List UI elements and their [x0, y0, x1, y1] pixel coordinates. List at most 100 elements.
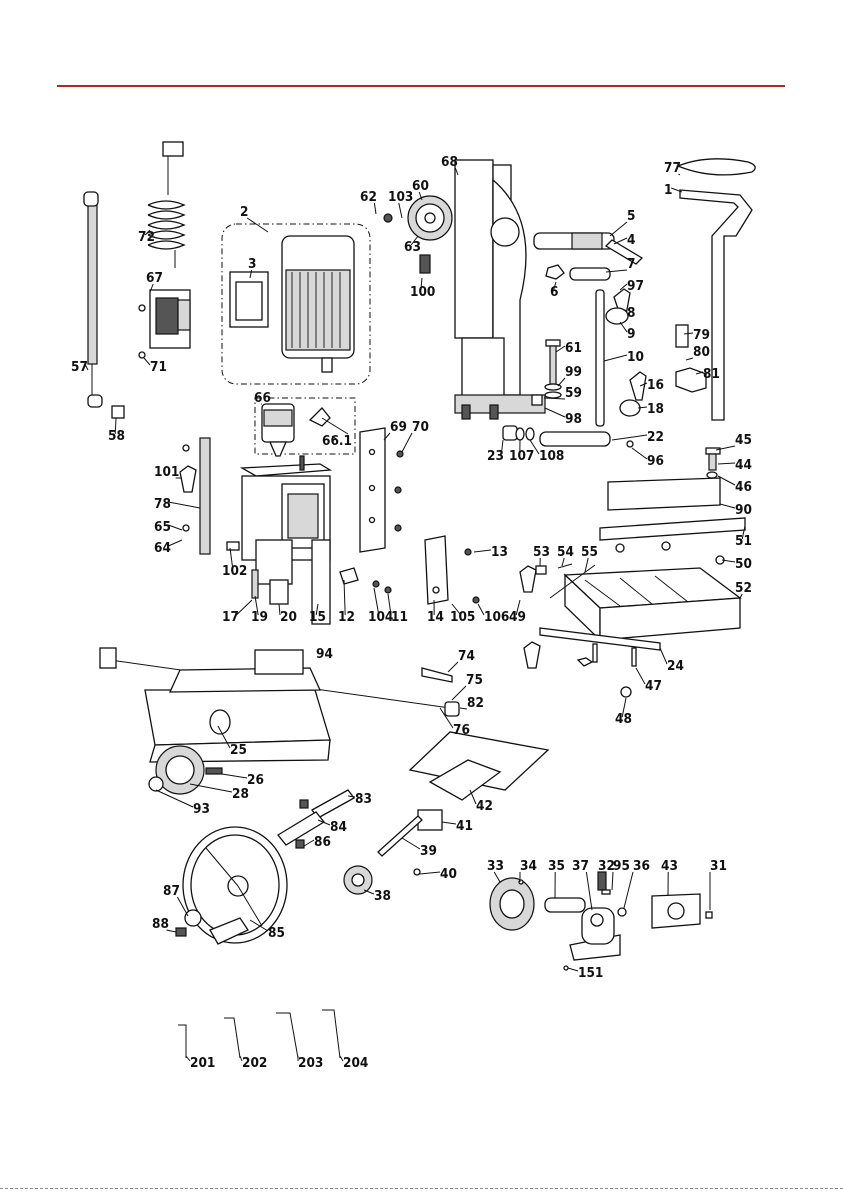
drill-chuck-assembly: [254, 397, 356, 457]
leader-line-69: [383, 432, 391, 441]
callout-15: 15: [309, 609, 326, 625]
callout-103: 103: [388, 189, 413, 205]
leader-line-5: [609, 221, 628, 237]
adjust-wheel-part: [489, 877, 535, 931]
callout-34: 34: [520, 858, 537, 874]
leader-line-52: [739, 593, 743, 599]
leader-line-62: [373, 202, 377, 215]
callout-42: 42: [476, 798, 493, 814]
leader-line-47: [635, 667, 646, 685]
callout-97: 97: [627, 278, 644, 294]
leader-line-151: [567, 967, 579, 972]
leader-line-1: [671, 187, 683, 193]
callout-23: 23: [487, 448, 504, 464]
callout-106: 106: [484, 609, 509, 625]
callout-35: 35: [548, 858, 565, 874]
leader-line-22: [611, 434, 648, 441]
callout-67: 67: [146, 270, 163, 286]
leader-line-88: [166, 929, 177, 933]
leader-line-33: [493, 871, 501, 883]
leader-line-9: [619, 321, 628, 333]
leader-line-83: [347, 795, 356, 798]
callout-84: 84: [330, 819, 347, 835]
leader-line-202: [239, 1055, 243, 1062]
leader-line-72: [144, 229, 151, 236]
leader-line-84: [317, 819, 331, 826]
callout-9: 9: [627, 326, 635, 342]
callout-13: 13: [491, 544, 508, 560]
callout-70: 70: [412, 419, 429, 435]
leader-line-95: [611, 871, 614, 891]
callout-11: 11: [391, 609, 408, 625]
leader-line-75: [451, 685, 467, 701]
column-bolt-part: [531, 339, 562, 406]
leader-line-20: [278, 603, 281, 616]
leader-line-66-1: [331, 435, 337, 440]
leader-line-10: [603, 354, 628, 362]
callout-85: 85: [268, 925, 285, 941]
leader-line-36: [623, 871, 634, 909]
callout-19: 19: [251, 609, 268, 625]
callout-45: 45: [735, 432, 752, 448]
leader-line-76: [439, 707, 454, 729]
callout-151: 151: [578, 965, 603, 981]
leader-line-15: [315, 603, 319, 616]
callout-48: 48: [615, 711, 632, 727]
callout-99: 99: [565, 364, 582, 380]
callout-201: 201: [190, 1055, 215, 1071]
callout-80: 80: [693, 344, 710, 360]
gib-plate-part: [359, 427, 404, 553]
leader-line-55: [584, 557, 589, 573]
callout-87: 87: [163, 883, 180, 899]
callout-54: 54: [557, 544, 574, 560]
rod-part: [343, 815, 423, 895]
leader-line-60: [418, 191, 423, 201]
leader-line-103: [398, 202, 403, 219]
callout-82: 82: [467, 695, 484, 711]
callout-40: 40: [440, 866, 457, 882]
leader-line-70: [401, 432, 413, 453]
rail-part: [539, 627, 661, 698]
drive-gear-part: [148, 745, 223, 795]
leader-line-81: [695, 371, 704, 375]
leader-line-50: [721, 559, 736, 563]
leader-line-108: [529, 439, 540, 455]
callout-75: 75: [466, 672, 483, 688]
hex-key-set: [178, 1009, 341, 1059]
callout-107: 107: [509, 448, 534, 464]
callout-4: 4: [627, 232, 635, 248]
callout-101: 101: [154, 464, 179, 480]
callout-36: 36: [633, 858, 650, 874]
callout-58: 58: [108, 428, 125, 444]
callout-5: 5: [627, 208, 635, 224]
leader-line-24: [659, 647, 668, 665]
pinion-gear-part: [383, 195, 453, 274]
headstock-part: [239, 455, 333, 625]
switch-box-part: [138, 289, 191, 359]
callout-57: 57: [71, 359, 88, 375]
leader-line-17: [236, 599, 253, 616]
leader-line-16: [639, 382, 648, 387]
leader-line-57: [84, 364, 89, 371]
leader-line-49: [515, 599, 521, 616]
callout-55: 55: [581, 544, 598, 560]
callout-18: 18: [647, 401, 664, 417]
leader-line-64: [168, 539, 183, 547]
callout-69: 69: [390, 419, 407, 435]
leader-line-40: [419, 871, 441, 875]
callout-79: 79: [693, 327, 710, 343]
leader-line-106: [477, 603, 485, 616]
callout-47: 47: [645, 678, 662, 694]
leader-line-25: [217, 725, 231, 749]
stop-bolt-part: [705, 447, 721, 479]
leader-line-45: [715, 445, 736, 451]
leader-line-13: [473, 549, 492, 553]
callout-8: 8: [627, 305, 635, 321]
callout-76: 76: [453, 722, 470, 738]
callout-204: 204: [343, 1055, 368, 1071]
leader-line-90: [719, 503, 736, 509]
leader-line-48: [621, 697, 627, 718]
leader-line-82: [459, 707, 468, 710]
leader-line-98: [544, 407, 566, 418]
